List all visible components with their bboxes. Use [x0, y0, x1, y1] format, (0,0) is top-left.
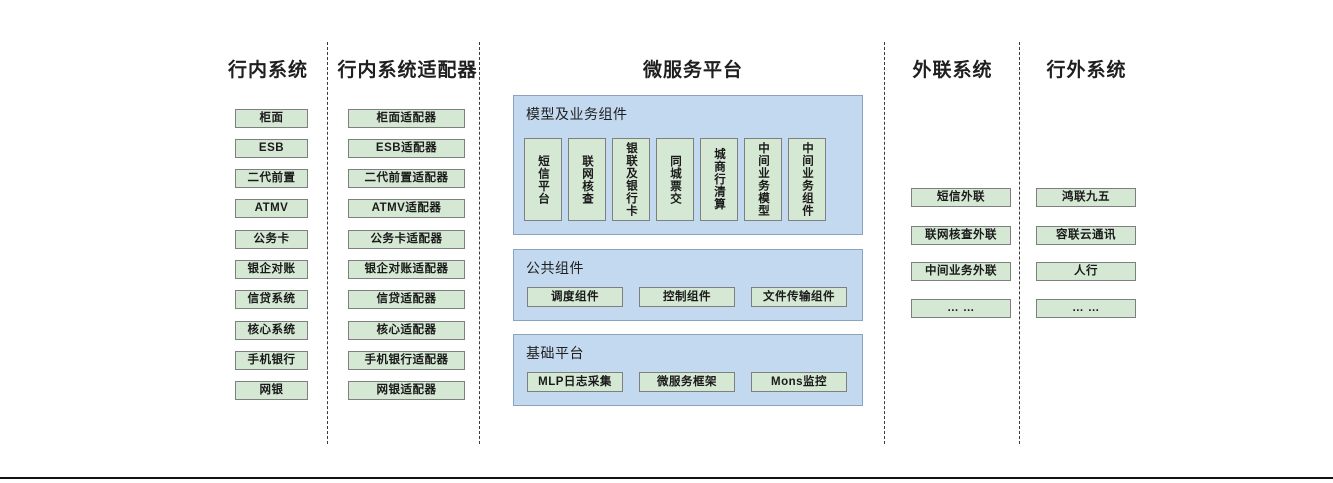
vnode-model-component-4[interactable]: 同城票交	[656, 138, 694, 221]
vnode-model-component-5[interactable]: 城商行清算	[700, 138, 738, 221]
column-title-outside-bank-systems: 行外系统	[1046, 60, 1127, 81]
column-title-internal-adapters: 行内系统适配器	[337, 60, 478, 81]
panel-public-components: 公共组件	[513, 249, 863, 321]
node-base-platform-1[interactable]: MLP日志采集	[527, 372, 623, 392]
node-internal-adapter-5[interactable]: 公务卡适配器	[348, 230, 465, 249]
panel-label-public-components: 公共组件	[526, 260, 584, 276]
vnode-model-component-3[interactable]: 银联及银行卡	[612, 138, 650, 221]
vnode-model-component-4-label: 同城票交	[669, 154, 681, 205]
node-outside-bank-3[interactable]: 人行	[1036, 262, 1136, 281]
column-title-microservice-platform: 微服务平台	[642, 60, 743, 81]
node-base-platform-3[interactable]: Mons监控	[751, 372, 847, 392]
node-internal-adapter-2[interactable]: ESB适配器	[348, 139, 465, 158]
node-external-link-4[interactable]: … …	[911, 299, 1011, 318]
vnode-model-component-1-label: 短信平台	[537, 154, 549, 205]
node-internal-system-7[interactable]: 信贷系统	[235, 290, 308, 309]
node-outside-bank-2[interactable]: 容联云通讯	[1036, 226, 1136, 245]
node-internal-system-1[interactable]: 柜面	[235, 109, 308, 128]
node-external-link-2[interactable]: 联网核查外联	[911, 226, 1011, 245]
vnode-model-component-2[interactable]: 联网核查	[568, 138, 606, 221]
divider-3	[884, 42, 885, 444]
vnode-model-component-3-label: 银联及银行卡	[625, 142, 637, 217]
node-internal-adapter-6[interactable]: 银企对账适配器	[348, 260, 465, 279]
panel-label-model-business-components: 模型及业务组件	[526, 106, 628, 122]
vnode-model-component-7-label: 中间业务组件	[801, 142, 813, 217]
panel-base-platform: 基础平台	[513, 334, 863, 406]
node-internal-adapter-3[interactable]: 二代前置适配器	[348, 169, 465, 188]
node-external-link-1[interactable]: 短信外联	[911, 188, 1011, 207]
node-internal-adapter-1[interactable]: 柜面适配器	[348, 109, 465, 128]
node-internal-system-3[interactable]: 二代前置	[235, 169, 308, 188]
node-internal-system-6[interactable]: 银企对账	[235, 260, 308, 279]
node-outside-bank-4[interactable]: … …	[1036, 299, 1136, 318]
bottom-rule	[0, 477, 1333, 479]
node-public-component-2[interactable]: 控制组件	[639, 287, 735, 307]
divider-1	[327, 42, 328, 444]
vnode-model-component-6-label: 中间业务模型	[757, 142, 769, 217]
node-internal-system-4[interactable]: ATMV	[235, 199, 308, 218]
panel-label-base-platform: 基础平台	[526, 345, 584, 361]
node-base-platform-2[interactable]: 微服务框架	[639, 372, 735, 392]
node-internal-system-5[interactable]: 公务卡	[235, 230, 308, 249]
node-internal-system-8[interactable]: 核心系统	[235, 321, 308, 340]
node-internal-system-2[interactable]: ESB	[235, 139, 308, 158]
vnode-model-component-1[interactable]: 短信平台	[524, 138, 562, 221]
node-internal-adapter-7[interactable]: 信贷适配器	[348, 290, 465, 309]
node-internal-system-10[interactable]: 网银	[235, 381, 308, 400]
node-internal-adapter-10[interactable]: 网银适配器	[348, 381, 465, 400]
column-title-external-link-systems: 外联系统	[912, 60, 993, 81]
divider-2	[479, 42, 480, 444]
node-outside-bank-1[interactable]: 鸿联九五	[1036, 188, 1136, 207]
node-internal-adapter-8[interactable]: 核心适配器	[348, 321, 465, 340]
vnode-model-component-7[interactable]: 中间业务组件	[788, 138, 826, 221]
column-title-internal-systems: 行内系统	[227, 60, 308, 81]
node-internal-adapter-9[interactable]: 手机银行适配器	[348, 351, 465, 370]
vnode-model-component-5-label: 城商行清算	[713, 148, 725, 211]
divider-4	[1019, 42, 1020, 444]
node-external-link-3[interactable]: 中间业务外联	[911, 262, 1011, 281]
node-public-component-3[interactable]: 文件传输组件	[751, 287, 847, 307]
vnode-model-component-6[interactable]: 中间业务模型	[744, 138, 782, 221]
node-internal-system-9[interactable]: 手机银行	[235, 351, 308, 370]
node-internal-adapter-4[interactable]: ATMV适配器	[348, 199, 465, 218]
vnode-model-component-2-label: 联网核查	[581, 154, 593, 205]
node-public-component-1[interactable]: 调度组件	[527, 287, 623, 307]
